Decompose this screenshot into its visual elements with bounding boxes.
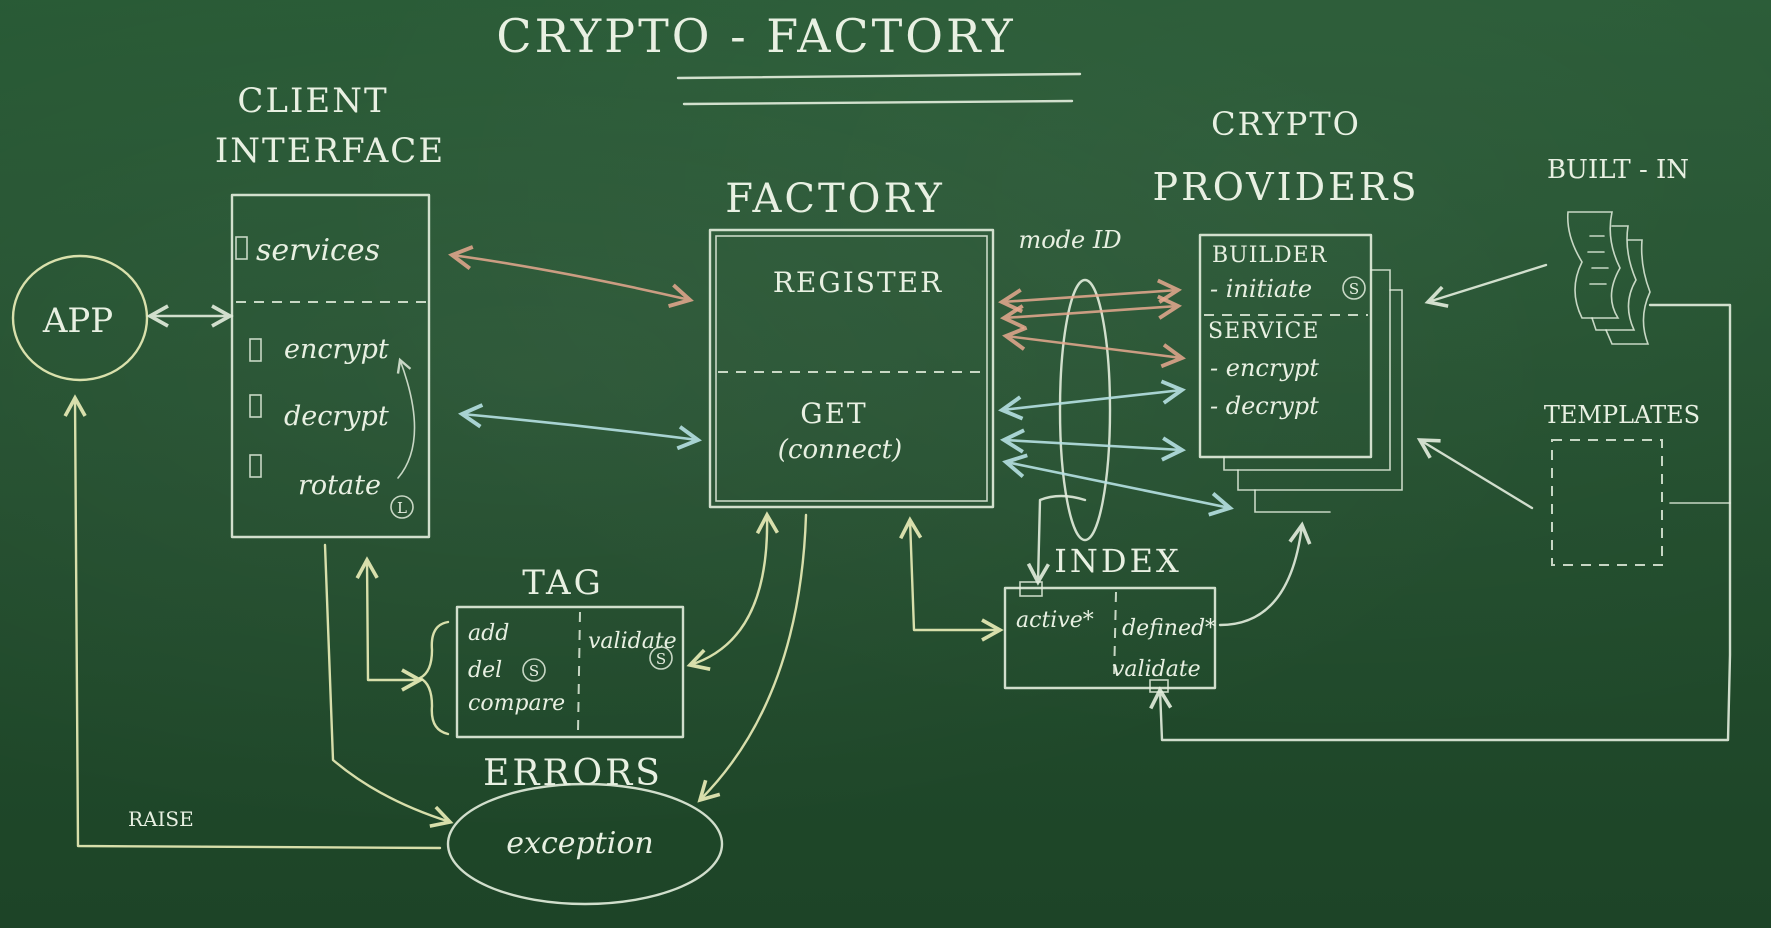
rotate-bullet [249,454,262,478]
rotate-loop-arrow [396,357,416,479]
index-box [1003,586,1217,690]
client-interface-title-1: CLIENT [237,81,388,121]
factory-title: FACTORY [725,176,945,222]
raise-arrow [63,394,442,850]
services-bullet [235,236,248,260]
index-divider [1113,591,1117,681]
built-in-doc-2 [1591,225,1637,331]
provider-service: SERVICE [1208,319,1319,344]
rotate-badge-circle [390,495,414,519]
raise-label: RAISE [128,807,194,831]
factory-box [708,228,995,509]
providers-title-2: PROVIDERS [1153,165,1420,209]
index-validate: validate [1112,657,1201,682]
index-defined: defined* [1122,616,1216,641]
client-get-arrow [458,403,702,451]
client-interface-title-2: INTERFACE [215,131,445,171]
tag-add: add [468,621,509,646]
providers-title-1: CRYPTO [1211,105,1361,143]
errors-ellipse [446,782,724,906]
get-service-arrow-2 [999,428,1187,462]
built-in-doc-3 [1605,239,1651,345]
initiate-badge: S [1349,280,1359,298]
built-in-doc-1 [1566,211,1621,319]
builtin-validate-line [1149,303,1732,742]
get-service-arrow-3 [1002,453,1234,517]
client-item-encrypt: encrypt [284,334,389,365]
tag-brace [418,620,450,736]
encrypt-bullet [249,338,262,362]
get-service-arrow-1 [998,379,1186,421]
client-item-rotate: rotate [298,470,381,501]
provider-initiate: - initiate [1210,275,1312,303]
client-errors-arrow [323,543,454,828]
provider-card-front [1198,233,1373,459]
register-builder-arrow-3 [1002,325,1186,369]
mode-id-label: mode ID [1018,226,1121,254]
built-in-title: BUILT - IN [1547,155,1689,185]
built-in-provider-arrow [1424,263,1548,308]
register-builder-arrow-2 [999,294,1183,330]
errors-exception: exception [506,826,653,861]
services-register-arrow [448,245,694,309]
index-provider-arrow [1218,521,1312,627]
tag-del: del [468,658,502,683]
provider-card-back-1 [1223,269,1391,471]
built-in-doc-lines [1587,235,1609,285]
provider-decrypt: - decrypt [1210,392,1319,420]
board-title: CRYPTO - FACTORY [496,9,1015,63]
app-label: APP [42,301,113,341]
del-badge: S [529,662,539,680]
validate-badge-circle [649,646,673,670]
title-underline-1 [676,72,1082,80]
factory-get: GET [800,397,867,430]
factory-register: REGISTER [773,266,943,299]
modeid-index-arrow [1026,494,1087,586]
provider-card-back-3 [1254,489,1331,513]
client-interface-box [230,193,431,539]
decrypt-bullet [249,394,262,418]
templates-title: TEMPLATES [1544,401,1700,429]
provider-card-back-2 [1237,289,1403,491]
index-title: INDEX [1054,542,1181,580]
tag-compare: compare [468,691,565,716]
title-underline-2 [682,99,1074,106]
initiate-badge-circle [1342,276,1366,300]
register-builder-arrow-1 [997,278,1183,314]
client-item-services: services [256,233,380,268]
factory-tag-arrow [686,511,779,671]
rotate-badge: L [397,499,407,517]
tag-title: TAG [522,563,604,603]
templates-provider-arrow [1416,438,1534,510]
provider-encrypt: - encrypt [1210,354,1319,382]
tag-box [455,605,685,739]
del-badge-circle [522,658,546,682]
client-tag-arrow [355,556,424,692]
index-validate-marker [1149,679,1169,693]
templates-box [1551,439,1663,566]
tag-divider [577,611,581,733]
factory-box-inner [715,235,988,502]
index-active: active* [1016,608,1094,633]
factory-errors-arrow [697,513,808,803]
validate-badge: S [656,650,666,668]
factory-connect: (connect) [778,435,902,465]
provider-builder: BUILDER [1212,243,1328,268]
tag-validate: validate [588,629,677,654]
client-item-decrypt: decrypt [284,401,389,432]
factory-index-arrow [899,516,1004,642]
